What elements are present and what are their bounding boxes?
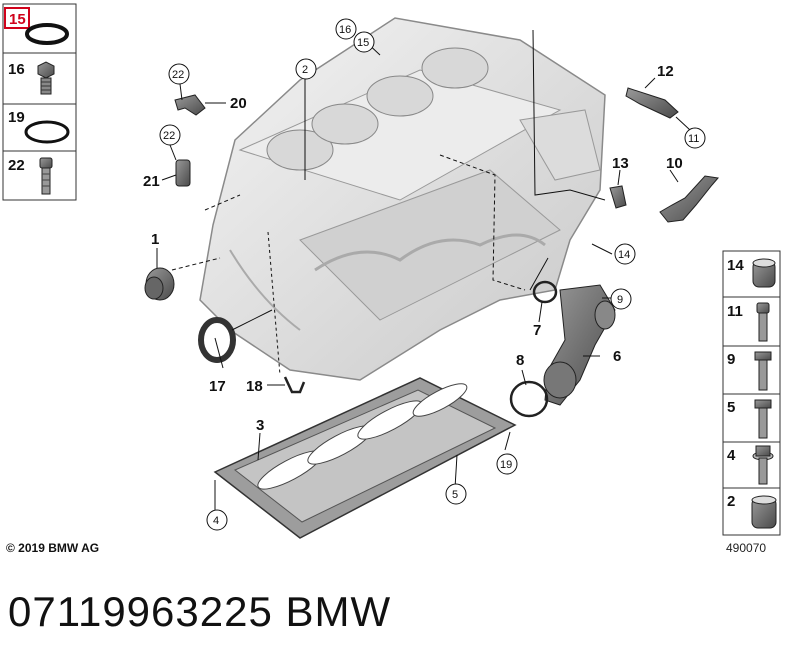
svg-text:11: 11: [727, 303, 743, 320]
callout-10[interactable]: 10: [666, 155, 683, 172]
callout-21[interactable]: 21: [143, 173, 160, 190]
svg-text:11: 11: [688, 133, 699, 145]
callout-4[interactable]: 4: [206, 509, 228, 531]
svg-text:9: 9: [727, 351, 735, 368]
part-number-footer: 07119963225 BMW: [8, 588, 392, 635]
svg-text:6: 6: [613, 348, 621, 365]
callouts: 1 2 3 4 5 6 7 8 9 10 11 12 13 14 15 16 1…: [143, 18, 706, 531]
svg-text:9: 9: [617, 294, 623, 306]
panel-item-22[interactable]: 22: [8, 157, 53, 195]
svg-text:7: 7: [533, 322, 541, 339]
panel-item-19[interactable]: 19: [8, 109, 70, 144]
sensor-12[interactable]: [625, 87, 679, 119]
pipe-10[interactable]: [659, 175, 719, 223]
svg-text:4: 4: [727, 447, 736, 464]
shaft-seal-17[interactable]: [198, 317, 236, 363]
svg-text:21: 21: [143, 173, 160, 190]
callout-12[interactable]: 12: [657, 63, 674, 80]
callout-16[interactable]: 16: [335, 18, 357, 40]
panel-item-5[interactable]: 5: [727, 399, 772, 439]
callout-5[interactable]: 5: [445, 483, 467, 505]
svg-text:12: 12: [657, 63, 674, 80]
callout-8[interactable]: 8: [516, 352, 524, 369]
panel-item-15[interactable]: 15: [4, 7, 69, 45]
svg-text:17: 17: [209, 378, 226, 395]
svg-text:10: 10: [666, 155, 683, 172]
svg-text:19: 19: [500, 459, 512, 471]
callout-22a[interactable]: 22: [168, 63, 190, 85]
callout-18[interactable]: 18: [246, 378, 263, 395]
panel-item-2[interactable]: 2: [727, 493, 777, 529]
copyright-text: © 2019 BMW AG: [6, 541, 100, 555]
svg-text:15: 15: [357, 37, 369, 49]
svg-text:4: 4: [213, 515, 219, 527]
callout-3[interactable]: 3: [256, 417, 264, 434]
callout-7[interactable]: 7: [533, 322, 541, 339]
panel-item-9[interactable]: 9: [727, 351, 772, 391]
callout-11[interactable]: 11: [684, 127, 706, 149]
svg-text:18: 18: [246, 378, 263, 395]
plug-1[interactable]: [144, 267, 175, 301]
svg-text:22: 22: [163, 130, 175, 142]
o-ring-7[interactable]: [532, 280, 558, 304]
o-ring-8[interactable]: [509, 380, 549, 418]
callout-6[interactable]: 6: [613, 348, 621, 365]
panel-item-16[interactable]: 16: [8, 61, 55, 95]
callout-9[interactable]: 9: [610, 288, 632, 310]
svg-text:20: 20: [230, 95, 247, 112]
svg-text:15: 15: [9, 11, 26, 28]
callout-2[interactable]: 2: [295, 58, 317, 80]
svg-text:3: 3: [256, 417, 264, 434]
engine-block[interactable]: [199, 17, 606, 381]
svg-text:8: 8: [516, 352, 524, 369]
coolant-connector-6[interactable]: [543, 284, 616, 406]
sensor-20[interactable]: [174, 94, 206, 116]
callout-13[interactable]: 13: [612, 155, 629, 172]
svg-text:14: 14: [727, 257, 744, 274]
svg-text:19: 19: [8, 109, 25, 126]
svg-text:2: 2: [727, 493, 735, 510]
svg-text:16: 16: [8, 61, 25, 78]
svg-text:5: 5: [727, 399, 735, 416]
svg-text:16: 16: [339, 24, 351, 36]
callout-20[interactable]: 20: [230, 95, 247, 112]
callout-1[interactable]: 1: [151, 231, 159, 248]
left-parts-panel: 15 16 19 22: [2, 3, 77, 201]
svg-text:5: 5: [452, 489, 458, 501]
callout-22b[interactable]: 22: [159, 124, 181, 146]
panel-item-4[interactable]: 4: [727, 445, 774, 485]
callout-17[interactable]: 17: [209, 378, 226, 395]
diagram-reference-code: 490070: [726, 541, 767, 555]
panel-item-14[interactable]: 14: [727, 257, 776, 288]
svg-text:22: 22: [8, 157, 25, 174]
svg-text:2: 2: [302, 64, 308, 76]
svg-text:22: 22: [172, 69, 184, 81]
sensor-21[interactable]: [175, 159, 191, 187]
right-parts-panel: 14 11 9 5 4 2: [722, 250, 781, 536]
svg-text:14: 14: [618, 249, 630, 261]
callout-19[interactable]: 19: [496, 453, 518, 475]
sensor-13[interactable]: [609, 185, 627, 209]
svg-text:1: 1: [151, 231, 159, 248]
pin-18[interactable]: [283, 376, 306, 394]
panel-item-11[interactable]: 11: [727, 302, 770, 342]
callout-14[interactable]: 14: [614, 243, 636, 265]
leader-lines: [156, 29, 691, 510]
callout-15[interactable]: 15: [353, 31, 375, 53]
oil-pan-gasket[interactable]: [213, 377, 517, 539]
svg-text:13: 13: [612, 155, 629, 172]
